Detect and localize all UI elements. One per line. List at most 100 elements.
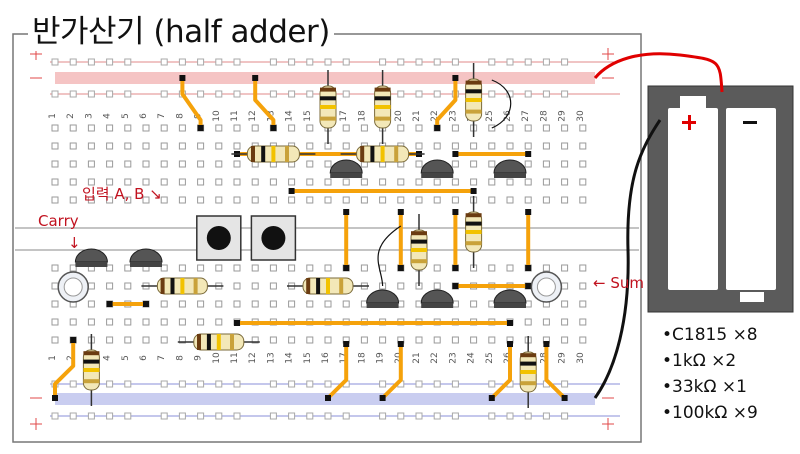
resistor-band: [197, 334, 201, 350]
breadboard-hole: [579, 178, 587, 186]
breadboard-hole: [215, 196, 223, 204]
breadboard-hole: [306, 264, 314, 272]
breadboard-hole: [324, 264, 332, 272]
breadboard-hole: [160, 124, 168, 132]
breadboard-hole: [451, 160, 459, 168]
rail-hole: [269, 90, 277, 98]
breadboard-hole: [415, 160, 423, 168]
column-number: 20: [394, 110, 404, 122]
rail-hole: [415, 58, 423, 66]
breadboard-hole: [233, 178, 241, 186]
breadboard-hole: [160, 336, 168, 344]
rail-hole: [433, 412, 441, 420]
resistor-band: [160, 278, 165, 294]
breadboard-hole: [306, 300, 314, 308]
rail-hole: [69, 380, 77, 388]
wire-end: [543, 341, 550, 347]
wire-end: [525, 283, 532, 289]
rail-hole: [215, 58, 223, 66]
transistor: [493, 289, 527, 304]
resistor-band: [326, 278, 330, 294]
breadboard-hole: [142, 196, 150, 204]
breadboard-hole: [451, 124, 459, 132]
breadboard-hole: [470, 336, 478, 344]
column-number: 30: [576, 110, 586, 122]
resistor-band: [206, 334, 211, 350]
sum-label: ← Sum: [593, 274, 644, 292]
breadboard-hole: [87, 178, 95, 186]
rail-hole: [451, 58, 459, 66]
rail-hole: [178, 380, 186, 388]
jumper-wire: [544, 342, 567, 400]
breadboard-hole: [524, 124, 532, 132]
column-number: 30: [576, 352, 586, 364]
push-button: [250, 215, 297, 261]
wire-end: [397, 265, 404, 271]
breadboard-hole: [342, 300, 350, 308]
breadboard-hole: [306, 124, 314, 132]
battery-cell-left: [668, 108, 718, 290]
wire-end: [525, 209, 532, 215]
breadboard-hole: [215, 124, 223, 132]
breadboard-hole: [160, 142, 168, 150]
resistor-band: [261, 146, 266, 162]
column-number: 4: [103, 355, 113, 361]
breadboard-hole: [269, 196, 277, 204]
rail-hole: [124, 380, 132, 388]
breadboard-hole: [124, 264, 132, 272]
column-number: 15: [303, 352, 313, 363]
breadboard-hole: [542, 160, 550, 168]
led-lens: [63, 277, 83, 297]
breadboard-hole: [51, 282, 59, 290]
resistor-band: [285, 146, 289, 162]
rail-hole: [124, 412, 132, 420]
breadboard-hole: [288, 124, 296, 132]
wire-end: [488, 395, 495, 401]
breadboard-hole: [451, 336, 459, 344]
rail-hole: [215, 90, 223, 98]
transistor: [493, 159, 527, 174]
resistor-band: [180, 278, 185, 294]
rail-hole: [288, 412, 296, 420]
breadboard-hole: [160, 300, 168, 308]
breadboard-hole: [124, 282, 132, 290]
breadboard-hole: [542, 124, 550, 132]
wire-end: [434, 125, 441, 131]
rail-hole: [197, 58, 205, 66]
wire-end: [106, 301, 113, 307]
wire-end: [379, 395, 386, 401]
breadboard-hole: [51, 124, 59, 132]
rail-hole: [488, 90, 496, 98]
breadboard-hole: [142, 124, 150, 132]
breadboard-hole: [561, 160, 569, 168]
battery-terminal: [740, 292, 764, 302]
breadboard-hole: [251, 178, 259, 186]
resistor-band: [465, 241, 482, 246]
wire-end: [525, 151, 532, 157]
breadboard-hole: [506, 264, 514, 272]
breadboard-hole: [579, 282, 587, 290]
rail-hole: [178, 58, 186, 66]
column-number: 3: [84, 113, 94, 119]
column-number: 24: [467, 352, 477, 364]
rail-hole: [433, 58, 441, 66]
rail-hole: [106, 90, 114, 98]
breadboard-hole: [379, 196, 387, 204]
breadboard-hole: [324, 336, 332, 344]
rail-hole: [415, 412, 423, 420]
transistor-lead: [491, 79, 512, 129]
breadboard-hole: [51, 160, 59, 168]
column-number: 11: [230, 352, 240, 363]
column-number: 7: [157, 355, 167, 361]
resistor-band: [83, 351, 100, 356]
breadboard-hole: [488, 142, 496, 150]
resistor-band: [374, 105, 391, 109]
column-number: 8: [175, 355, 185, 361]
breadboard-hole: [542, 196, 550, 204]
breadboard-hole: [197, 142, 205, 150]
jumper-wire: [380, 342, 403, 400]
breadboard-hole: [288, 264, 296, 272]
resistor-band: [465, 230, 482, 234]
rail-hole: [233, 412, 241, 420]
breadboard-hole: [69, 196, 77, 204]
